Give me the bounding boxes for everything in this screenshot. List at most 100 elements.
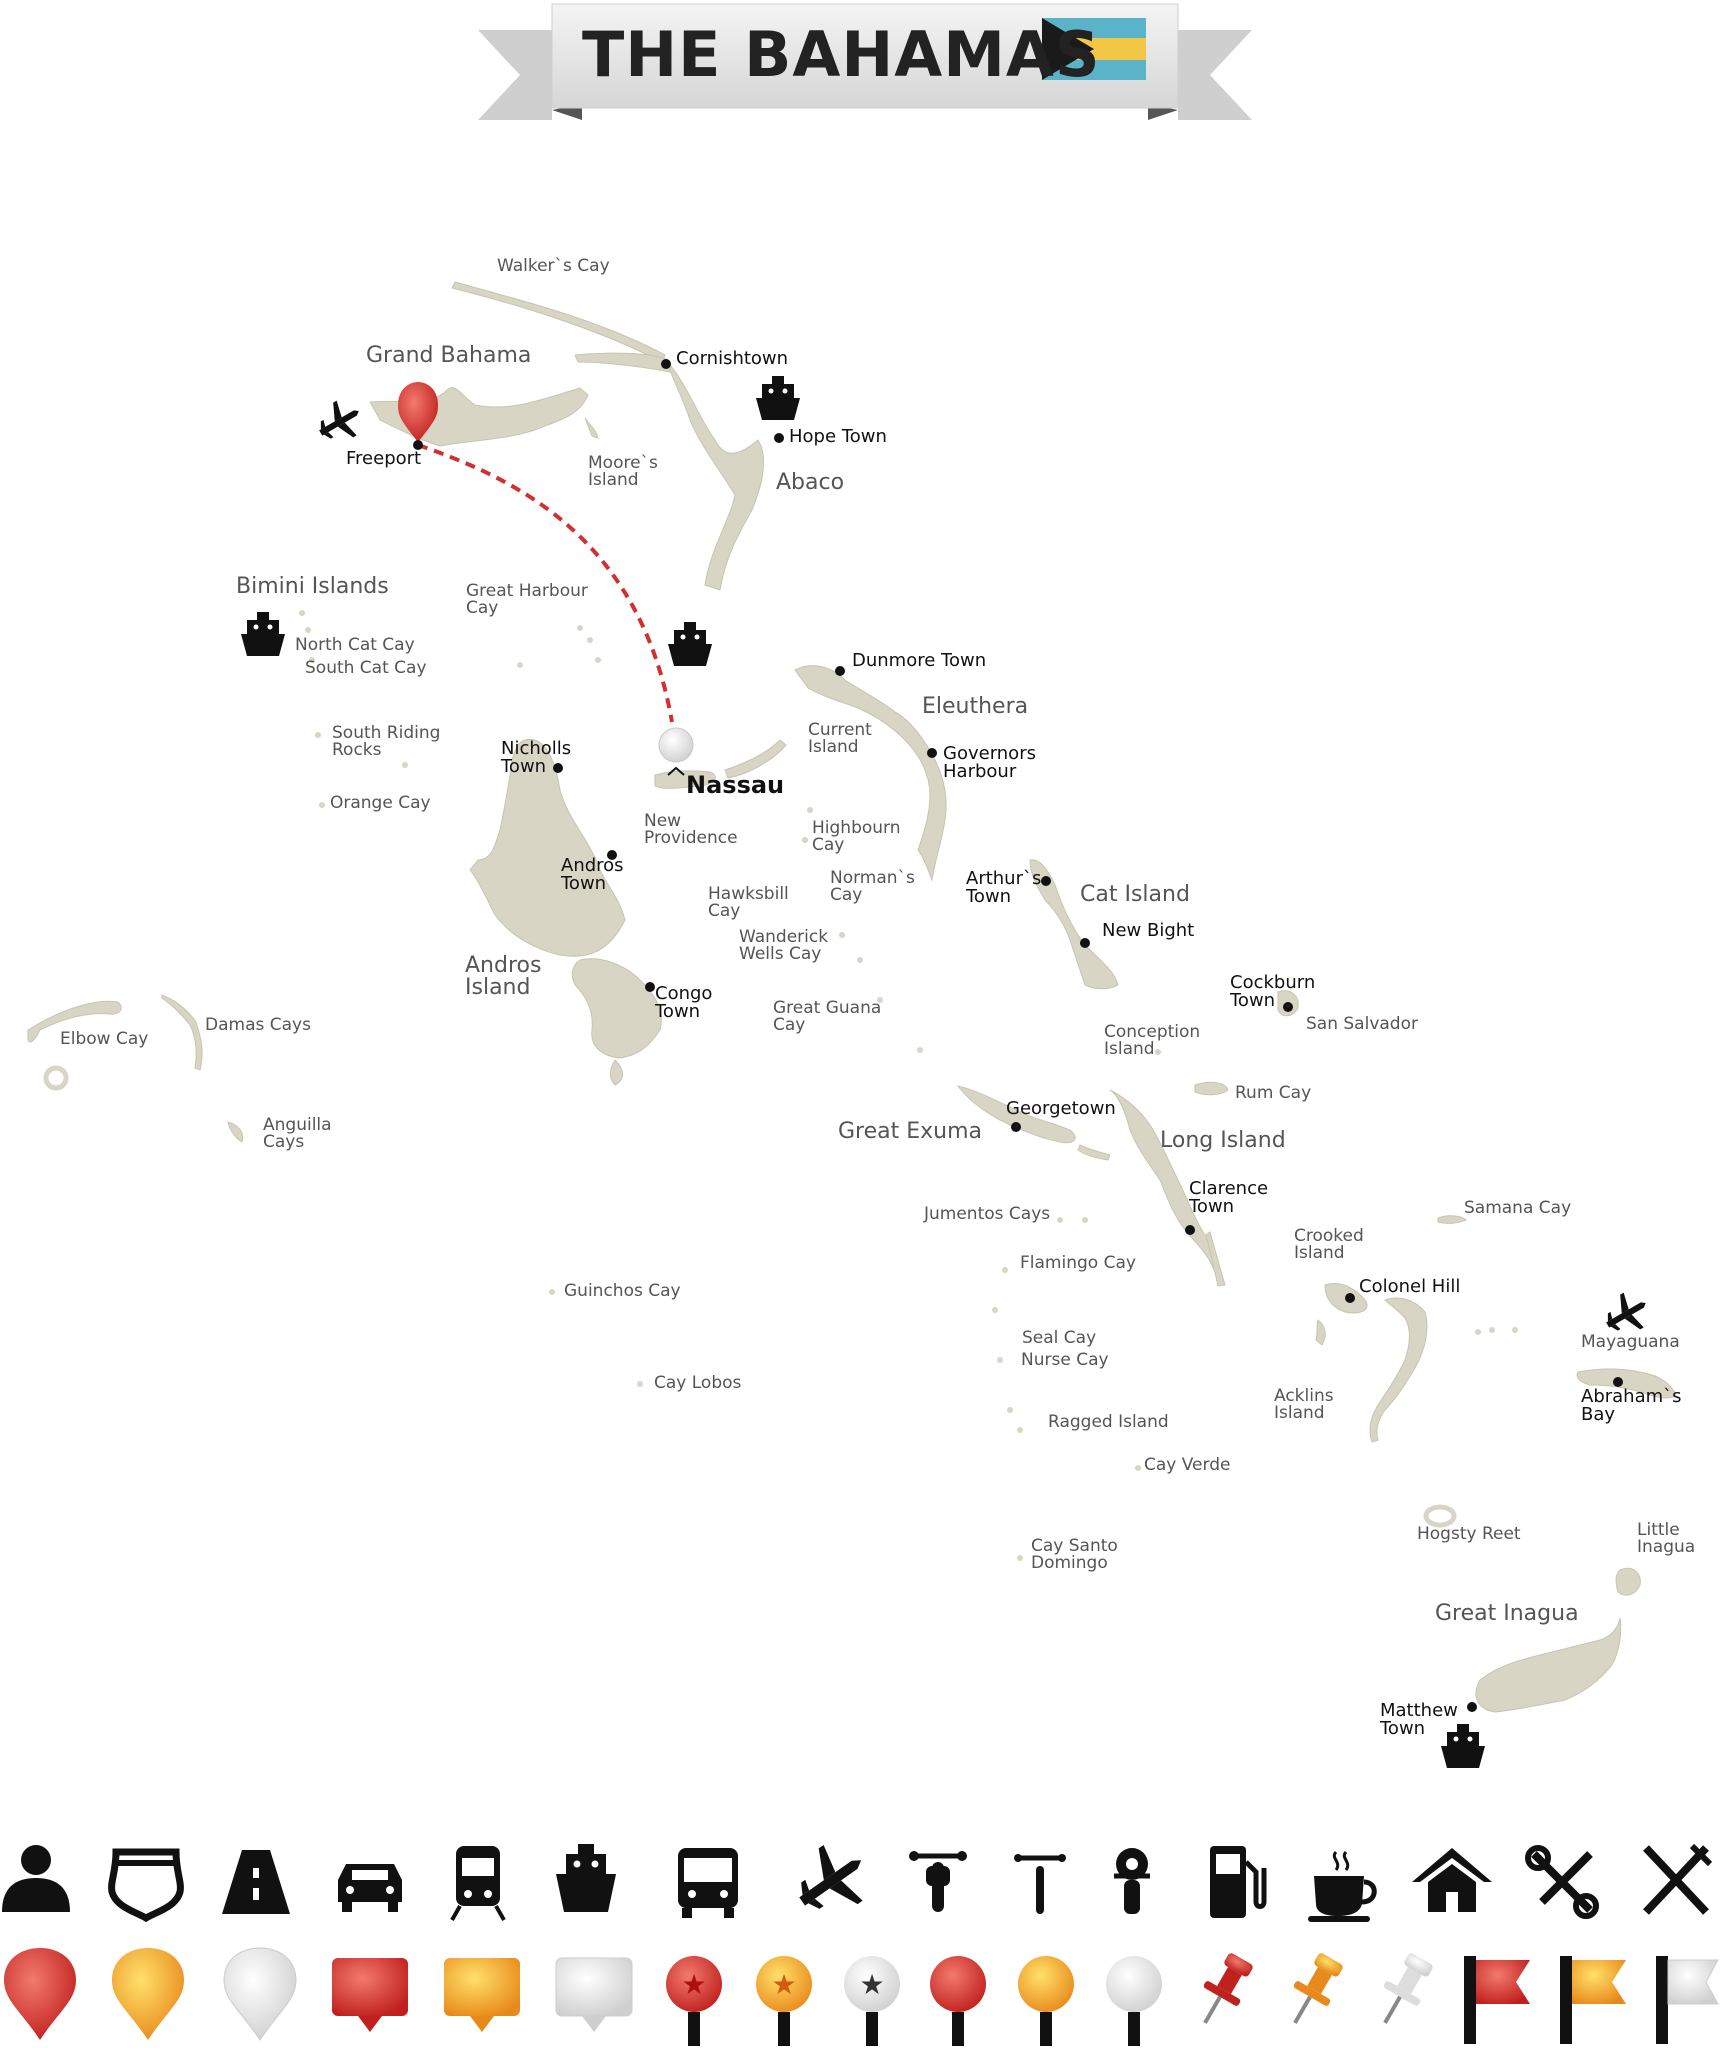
label-great-exuma: Great Exuma bbox=[838, 1119, 983, 1144]
ship-icon bbox=[556, 1844, 616, 1912]
label-andros-town: Andros Town bbox=[561, 855, 624, 894]
coffee-cup-icon bbox=[1308, 1850, 1377, 1922]
label-highbourn-cay: Highbourn Cay bbox=[812, 818, 901, 855]
svg-text:★: ★ bbox=[771, 1968, 796, 2001]
label-cay-verde: Cay Verde bbox=[1144, 1455, 1231, 1475]
label-jumentos-cays: Jumentos Cays bbox=[924, 1204, 1051, 1224]
label-san-salvador: San Salvador bbox=[1306, 1014, 1418, 1034]
train-icon bbox=[450, 1846, 506, 1921]
bahamas-flag-icon bbox=[1042, 18, 1146, 80]
airplane-icon bbox=[319, 400, 359, 439]
label-conception-island: Conception Island bbox=[1104, 1022, 1201, 1059]
label-south-riding-rocks: South Riding Rocks bbox=[332, 723, 441, 760]
label-georgetown: Georgetown bbox=[1006, 1098, 1116, 1119]
label-damas-cays: Damas Cays bbox=[205, 1015, 311, 1035]
bicycle-icon bbox=[1014, 1854, 1066, 1914]
white-round-pin bbox=[1106, 1956, 1162, 2046]
label-eleuthera: Eleuthera bbox=[922, 694, 1029, 719]
label-seal-cay: Seal Cay bbox=[1022, 1328, 1097, 1348]
white-map-pin bbox=[223, 1947, 297, 2041]
airplane-icon bbox=[799, 1844, 863, 1909]
label-mayaguana: Mayaguana bbox=[1581, 1332, 1680, 1352]
white-flag bbox=[1656, 1956, 1719, 2044]
label-north-cat-cay: North Cat Cay bbox=[295, 635, 415, 655]
red-pushpin bbox=[1203, 1953, 1253, 2024]
label-abrahams-bay: Abraham`s Bay bbox=[1581, 1386, 1682, 1425]
label-walkers-cay: Walker`s Cay bbox=[497, 256, 610, 276]
orange-callout-pin bbox=[444, 1958, 520, 2032]
label-governors-harbour: Governors Harbour bbox=[943, 743, 1036, 782]
label-cockburn-town: Cockburn Town bbox=[1230, 972, 1316, 1011]
label-flamingo-cay: Flamingo Cay bbox=[1020, 1253, 1136, 1273]
land-masses bbox=[27, 281, 1677, 1713]
ferry-route bbox=[417, 443, 674, 723]
ship-icon bbox=[241, 612, 285, 656]
label-cat-island: Cat Island bbox=[1080, 882, 1190, 907]
label-new-providence: New Providence bbox=[644, 811, 738, 848]
white-callout-pin bbox=[555, 1957, 633, 2032]
label-arthurs-town: Arthur`s Town bbox=[966, 868, 1042, 907]
label-cay-lobos: Cay Lobos bbox=[654, 1373, 742, 1393]
red-round-pin bbox=[930, 1956, 986, 2046]
svg-text:★: ★ bbox=[681, 1968, 706, 2001]
title-banner bbox=[478, 3, 1252, 120]
map-title: THE BAHAMAS bbox=[582, 18, 1101, 91]
label-nurse-cay: Nurse Cay bbox=[1021, 1350, 1109, 1370]
label-bimini-islands: Bimini Islands bbox=[236, 574, 389, 599]
label-matthew-town: Matthew Town bbox=[1380, 1700, 1458, 1739]
scooter-icon bbox=[1114, 1848, 1150, 1914]
label-congo-town: Congo Town bbox=[655, 983, 713, 1022]
label-great-inagua: Great Inagua bbox=[1435, 1601, 1579, 1626]
fuel-pump-icon bbox=[1210, 1846, 1267, 1918]
airplane-icon bbox=[1606, 1292, 1646, 1331]
white-star-pin: ★ bbox=[844, 1956, 900, 2046]
orange-map-pin bbox=[112, 1948, 184, 2040]
label-wanderick-wells-cay: Wanderick Wells Cay bbox=[739, 927, 829, 964]
label-guinchos-cay: Guinchos Cay bbox=[564, 1281, 681, 1301]
label-cornishtown: Cornishtown bbox=[676, 348, 789, 369]
label-current-island: Current Island bbox=[808, 720, 872, 757]
white-pushpin bbox=[1383, 1953, 1433, 2024]
label-little-inagua: Little Inagua bbox=[1637, 1520, 1696, 1557]
label-anguilla-cays: Anguilla Cays bbox=[263, 1115, 332, 1152]
label-dunmore-town: Dunmore Town bbox=[852, 650, 987, 671]
label-great-harbour-cay: Great Harbour Cay bbox=[466, 581, 588, 618]
red-callout-pin bbox=[332, 1958, 408, 2032]
freeport-red-pin bbox=[398, 382, 438, 442]
red-star-pin: ★ bbox=[666, 1956, 722, 2046]
label-andros-island: Andros Island bbox=[465, 953, 542, 1000]
orange-pushpin bbox=[1293, 1953, 1343, 2024]
restaurant-icon bbox=[1643, 1843, 1713, 1915]
label-acklins-island: Acklins Island bbox=[1274, 1386, 1334, 1423]
ship-icon bbox=[756, 376, 800, 420]
person-icon bbox=[2, 1845, 70, 1912]
label-rum-cay: Rum Cay bbox=[1235, 1083, 1312, 1103]
icon-row bbox=[2, 1843, 1713, 1923]
label-normans-cay: Norman`s Cay bbox=[830, 868, 915, 905]
label-grand-bahama: Grand Bahama bbox=[366, 343, 532, 368]
label-hogsty-reet: Hogsty Reet bbox=[1417, 1524, 1521, 1544]
label-clarence-town: Clarence Town bbox=[1189, 1178, 1269, 1217]
label-crooked-island: Crooked Island bbox=[1294, 1226, 1364, 1263]
label-samana-cay: Samana Cay bbox=[1464, 1198, 1572, 1218]
orange-star-pin: ★ bbox=[756, 1956, 812, 2046]
yellow-flag bbox=[1560, 1956, 1626, 2044]
ship-icon bbox=[668, 622, 712, 666]
label-great-guana-cay: Great Guana Cay bbox=[773, 998, 882, 1035]
orange-round-pin bbox=[1018, 1956, 1074, 2046]
town-dots bbox=[413, 359, 1623, 1712]
label-new-bight: New Bight bbox=[1102, 920, 1195, 941]
bus-icon bbox=[678, 1848, 738, 1918]
label-ragged-island: Ragged Island bbox=[1048, 1412, 1169, 1432]
label-moores-island: Moore`s Island bbox=[588, 453, 658, 490]
road-icon bbox=[222, 1850, 290, 1914]
highway-shield-icon bbox=[108, 1848, 184, 1923]
ship-icon bbox=[1441, 1724, 1485, 1768]
label-elbow-cay: Elbow Cay bbox=[60, 1029, 149, 1049]
label-orange-cay: Orange Cay bbox=[330, 793, 431, 813]
label-nassau: Nassau bbox=[686, 771, 785, 799]
label-south-cat-cay: South Cat Cay bbox=[305, 658, 427, 678]
small-cays bbox=[299, 610, 1518, 1561]
svg-text:★: ★ bbox=[859, 1968, 884, 2001]
